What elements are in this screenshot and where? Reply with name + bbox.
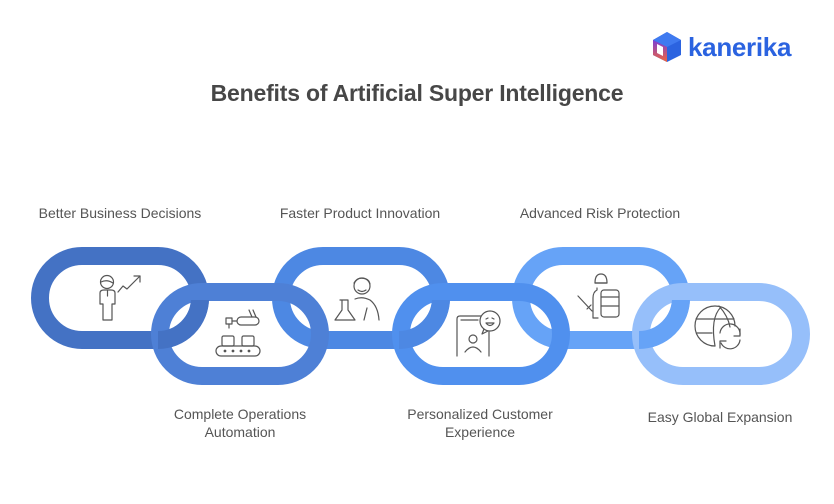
mobile-chat-smile-icon [456,310,501,357]
benefit-label-better-business-decisions: Better Business Decisions [38,205,202,221]
page-title: Benefits of Artificial Super Intelligenc… [210,80,624,106]
benefit-label-complete-operations-automation: Complete Operations Automation [173,406,307,440]
guard-shield-icon [577,273,620,319]
globe-refresh-icon [694,305,741,350]
cube-logo-icon [653,32,681,62]
brand-name: kanerika [688,32,792,62]
brand-logo: kanerika [652,31,791,63]
benefit-label-advanced-risk-protection: Advanced Risk Protection [519,205,681,221]
scientist-flask-icon [334,277,380,321]
person-growth-chart-icon [99,274,141,321]
benefit-label-faster-product-innovation: Faster Product Innovation [279,205,441,221]
benefit-label-easy-global-expansion: Easy Global Expansion [647,409,793,425]
conveyor-robot-arm-icon [215,309,261,357]
benefit-label-personalized-customer-experience: Personalized Customer Experience [407,406,553,440]
